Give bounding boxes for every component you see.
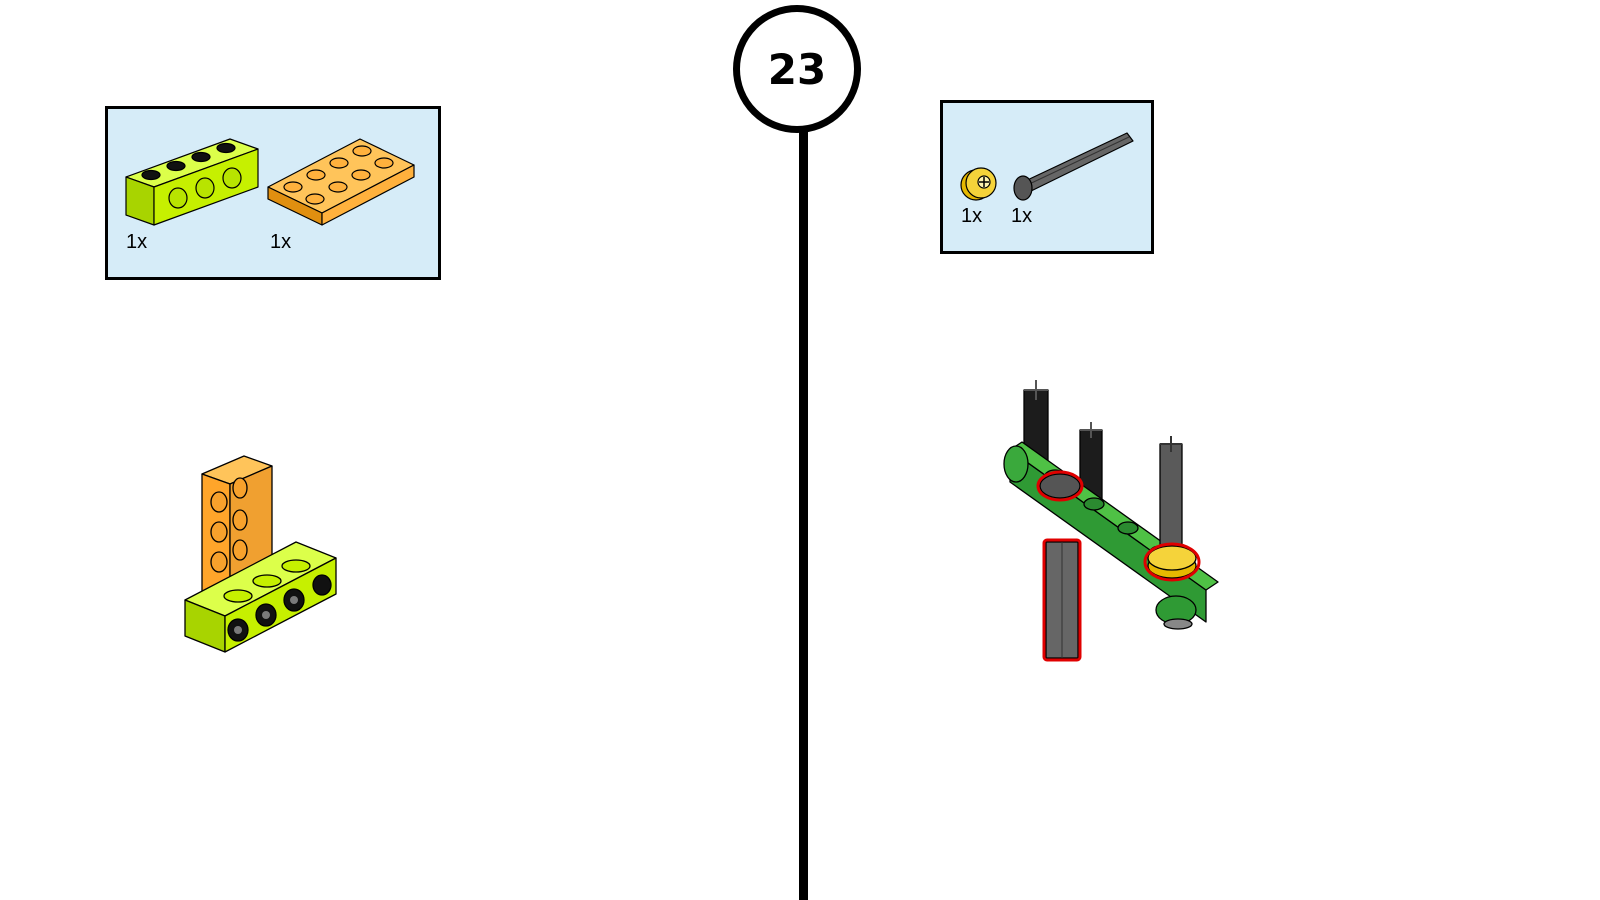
step-number-badge: 23 [733, 5, 861, 133]
left-assembly-model [184, 455, 337, 653]
part-quantity: 1x [126, 231, 148, 253]
right-parts-list: 1x 1x [940, 100, 1154, 254]
lime-technic-brick-1x4-icon [125, 138, 259, 226]
part-quantity: 1x [961, 205, 983, 227]
gray-axle-with-stop-icon [1013, 132, 1134, 201]
yellow-bush-icon [960, 167, 997, 201]
left-parts-list: 1x 1x [105, 106, 441, 280]
step-number: 23 [767, 44, 827, 94]
part-quantity: 1x [270, 231, 292, 253]
right-assembly-model [1003, 380, 1219, 662]
part-quantity: 1x [1011, 205, 1033, 227]
orange-plate-2x4-icon [267, 138, 415, 226]
page-divider [799, 128, 808, 900]
